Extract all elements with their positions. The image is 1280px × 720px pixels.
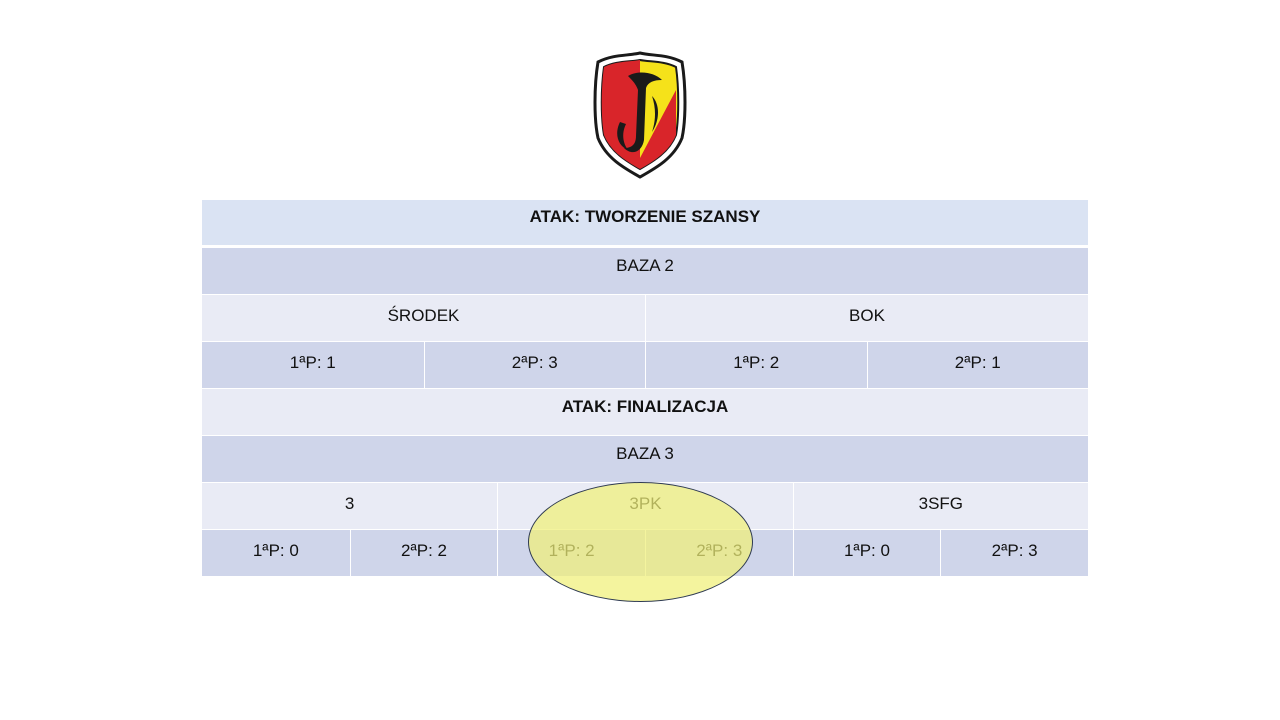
base-label: BAZA 3 bbox=[616, 444, 674, 463]
value-cell: 2ªP: 3 bbox=[644, 530, 793, 576]
section-title-attack-finish: ATAK: FINALIZACJA bbox=[561, 397, 729, 416]
stats-table: ATAK: TWORZENIE SZANSY BAZA 2 ŚRODEK BOK… bbox=[202, 200, 1088, 576]
table-row: BAZA 2 bbox=[202, 245, 1088, 294]
table-row: ATAK: TWORZENIE SZANSY bbox=[202, 200, 1088, 245]
club-crest-icon bbox=[593, 51, 687, 179]
table-row: 3 3PK 3SFG bbox=[202, 482, 1088, 529]
category-cell: ŚRODEK bbox=[387, 306, 460, 325]
table-row: ATAK: FINALIZACJA bbox=[202, 388, 1088, 435]
value-cell: 2ªP: 3 bbox=[940, 530, 1088, 576]
value-cell: 2ªP: 3 bbox=[423, 342, 646, 388]
category-cell: 3PK bbox=[497, 483, 792, 529]
table-row: 1ªP: 1 2ªP: 3 1ªP: 2 2ªP: 1 bbox=[202, 341, 1088, 388]
base-label: BAZA 2 bbox=[616, 256, 674, 275]
value-cell: 1ªP: 2 bbox=[497, 530, 645, 576]
value-cell: 1ªP: 1 bbox=[289, 353, 336, 372]
table-row: 1ªP: 0 2ªP: 2 1ªP: 2 2ªP: 3 1ªP: 0 2ªP: … bbox=[202, 529, 1088, 576]
category-cell: 3SFG bbox=[792, 483, 1088, 529]
value-cell: 1ªP: 2 bbox=[645, 342, 867, 388]
section-title-attack-chance: ATAK: TWORZENIE SZANSY bbox=[529, 207, 761, 226]
value-cell: 2ªP: 2 bbox=[349, 530, 498, 576]
table-row: BAZA 3 bbox=[202, 435, 1088, 482]
category-cell: 3 bbox=[344, 494, 355, 513]
value-cell: 1ªP: 0 bbox=[792, 530, 941, 576]
table-row: ŚRODEK BOK bbox=[202, 294, 1088, 341]
value-cell: 2ªP: 1 bbox=[866, 342, 1089, 388]
category-cell: BOK bbox=[645, 295, 1088, 341]
value-cell: 1ªP: 0 bbox=[252, 541, 299, 560]
